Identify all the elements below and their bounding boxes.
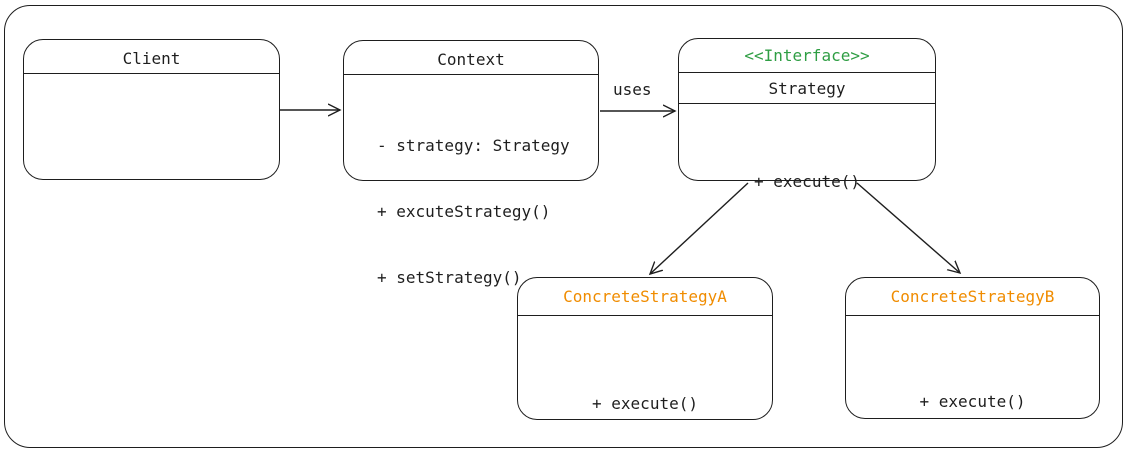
diagram-frame bbox=[4, 5, 1123, 448]
context-members: - strategy: Strategy + excuteStrategy() … bbox=[377, 91, 570, 333]
concrete-strategy-b-box[interactable]: ConcreteStrategyB + execute() bbox=[845, 277, 1100, 419]
concrete-strategy-a-title: ConcreteStrategyA bbox=[563, 287, 727, 306]
strategy-to-concrete-a-arrow bbox=[650, 182, 749, 274]
concrete-strategy-a-divider bbox=[518, 315, 772, 316]
concrete-strategy-b-divider bbox=[846, 315, 1099, 316]
concrete-strategy-b-title: ConcreteStrategyB bbox=[890, 287, 1055, 306]
strategy-class-title: Strategy bbox=[768, 79, 846, 98]
client-class-box[interactable]: Client bbox=[23, 39, 280, 180]
concrete-strategy-b-members: + execute() bbox=[846, 347, 1099, 457]
concrete-strategy-a-box[interactable]: ConcreteStrategyA + execute() bbox=[517, 277, 773, 420]
strategy-to-concrete-b-arrow bbox=[856, 182, 960, 273]
context-class-title: Context bbox=[437, 50, 505, 69]
uses-label: uses bbox=[613, 80, 652, 99]
concrete-strategy-a-member: + execute() bbox=[592, 394, 698, 413]
context-member: + excuteStrategy() bbox=[377, 202, 551, 221]
strategy-member: + execute() bbox=[754, 172, 860, 191]
strategy-class-divider bbox=[679, 103, 935, 104]
client-class-divider bbox=[24, 73, 279, 74]
strategy-interface-box[interactable]: <<Interface>> Strategy + execute() bbox=[678, 38, 936, 191]
interface-stereotype: <<Interface>> bbox=[744, 46, 870, 65]
context-class-box[interactable]: Context - strategy: Strategy + excuteStr… bbox=[343, 40, 599, 287]
strategy-stereotype-divider bbox=[679, 72, 935, 73]
client-class-title: Client bbox=[122, 49, 181, 68]
concrete-strategy-b-member: + execute() bbox=[919, 392, 1026, 411]
context-member: - strategy: Strategy bbox=[377, 136, 570, 155]
context-member: + setStrategy() bbox=[377, 268, 522, 287]
context-class-divider bbox=[344, 74, 598, 75]
strategy-members: + execute() bbox=[679, 127, 935, 237]
concrete-strategy-a-members: + execute() bbox=[518, 349, 772, 459]
